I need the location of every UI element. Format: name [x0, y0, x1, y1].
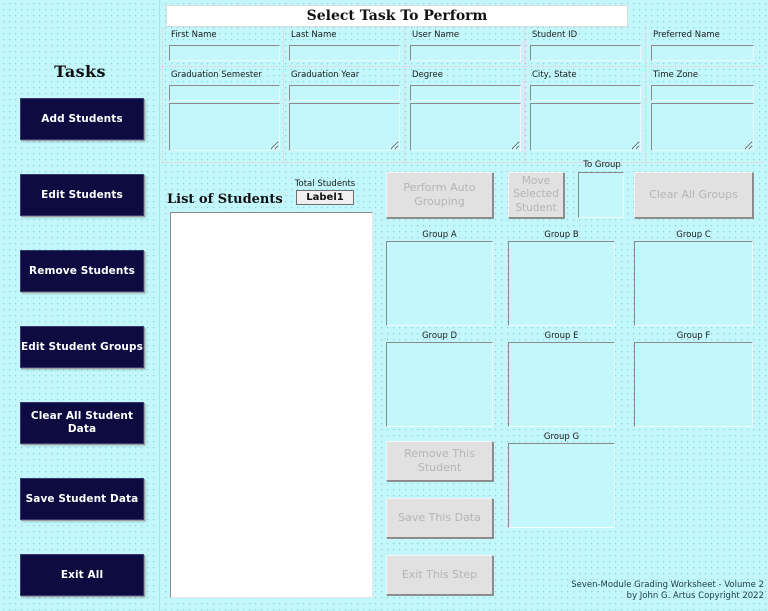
graduation-year-input[interactable]: [289, 84, 400, 101]
footer-copyright: Seven-Module Grading Worksheet - Volume …: [560, 580, 764, 602]
student-id-input[interactable]: [530, 44, 641, 61]
move-selected-student-button[interactable]: Move Selected Student: [508, 172, 564, 218]
student-id-notes-area[interactable]: [530, 103, 641, 151]
to-group-input[interactable]: [578, 172, 624, 218]
form-column-separator-1: [283, 28, 284, 162]
degree-input[interactable]: [410, 84, 521, 101]
group-g-box[interactable]: [508, 443, 615, 528]
group-f-container: Group F: [634, 331, 753, 427]
preferred-name-notes-area[interactable]: [651, 103, 754, 151]
total-students-label: Total Students: [294, 179, 356, 189]
form-bottom-separator: [162, 162, 764, 163]
form-column-1: First Name Graduation Semester: [169, 30, 280, 160]
time-zone-label: Time Zone: [653, 70, 699, 80]
group-g-container: Group G: [508, 432, 615, 528]
page-title: Select Task To Perform: [166, 5, 628, 27]
group-c-container: Group C: [634, 230, 753, 326]
exit-this-step-button[interactable]: Exit This Step: [386, 555, 493, 595]
save-this-data-button[interactable]: Save This Data: [386, 498, 493, 538]
tasks-sidebar: Tasks Add Students Edit Students Remove …: [0, 0, 160, 611]
footer-line-2: by John G. Artus Copyright 2022: [626, 591, 764, 601]
sidebar-item-edit-students[interactable]: Edit Students: [20, 174, 144, 216]
user-name-input[interactable]: [410, 44, 521, 61]
remove-this-student-button[interactable]: Remove This Student: [386, 441, 493, 481]
user-name-label: User Name: [412, 30, 460, 40]
total-students-value: Label1: [296, 190, 354, 205]
clear-all-groups-button[interactable]: Clear All Groups: [634, 172, 753, 218]
list-of-students-heading: List of Students: [167, 192, 283, 207]
group-c-box[interactable]: [634, 241, 753, 326]
graduation-semester-label: Graduation Semester: [171, 70, 262, 80]
group-d-label: Group D: [421, 331, 458, 341]
group-e-box[interactable]: [508, 342, 615, 427]
preferred-name-input[interactable]: [651, 44, 754, 61]
student-list-box[interactable]: [170, 212, 373, 598]
group-g-label: Group G: [543, 432, 580, 442]
form-middle-separator: [162, 66, 764, 67]
group-d-container: Group D: [386, 331, 493, 427]
graduation-semester-input[interactable]: [169, 84, 280, 101]
form-column-separator-2: [404, 28, 405, 162]
group-e-container: Group E: [508, 331, 615, 427]
user-name-notes-area[interactable]: [410, 103, 521, 151]
degree-label: Degree: [412, 70, 443, 80]
form-column-3: User Name Degree: [410, 30, 521, 160]
last-name-notes-area[interactable]: [289, 103, 400, 151]
form-column-4: Student ID City, State: [530, 30, 641, 160]
sidebar-item-clear-all-student-data[interactable]: Clear All Student Data: [20, 402, 144, 444]
first-name-input[interactable]: [169, 44, 280, 61]
sidebar-heading: Tasks: [54, 62, 106, 81]
group-f-box[interactable]: [634, 342, 753, 427]
last-name-label: Last Name: [291, 30, 337, 40]
first-name-notes-area[interactable]: [169, 103, 280, 151]
group-e-label: Group E: [544, 331, 579, 341]
group-a-container: Group A: [386, 230, 493, 326]
form-column-separator-3: [524, 28, 525, 162]
sidebar-item-add-students[interactable]: Add Students: [20, 98, 144, 140]
time-zone-input[interactable]: [651, 84, 754, 101]
group-b-container: Group B: [508, 230, 615, 326]
group-d-box[interactable]: [386, 342, 493, 427]
form-column-5: Preferred Name Time Zone: [651, 30, 754, 160]
sidebar-item-remove-students[interactable]: Remove Students: [20, 250, 144, 292]
perform-auto-grouping-button[interactable]: Perform Auto Grouping: [386, 172, 493, 218]
group-b-box[interactable]: [508, 241, 615, 326]
footer-line-1: Seven-Module Grading Worksheet - Volume …: [571, 580, 764, 590]
graduation-year-label: Graduation Year: [291, 70, 360, 80]
group-b-label: Group B: [544, 230, 579, 240]
last-name-input[interactable]: [289, 44, 400, 61]
group-a-box[interactable]: [386, 241, 493, 326]
sidebar-item-edit-student-groups[interactable]: Edit Student Groups: [20, 326, 144, 368]
to-group-label: To Group: [583, 160, 621, 170]
group-a-label: Group A: [422, 230, 457, 240]
form-column-separator-0: [162, 28, 163, 162]
group-f-label: Group F: [676, 331, 711, 341]
city-state-input[interactable]: [530, 84, 641, 101]
sidebar-item-exit-all[interactable]: Exit All: [20, 554, 144, 596]
first-name-label: First Name: [171, 30, 217, 40]
group-c-label: Group C: [676, 230, 711, 240]
student-id-label: Student ID: [532, 30, 578, 40]
form-column-2: Last Name Graduation Year: [289, 30, 400, 160]
city-state-label: City, State: [532, 70, 577, 80]
preferred-name-label: Preferred Name: [653, 30, 720, 40]
form-column-separator-4: [645, 28, 646, 162]
sidebar-item-save-student-data[interactable]: Save Student Data: [20, 478, 144, 520]
